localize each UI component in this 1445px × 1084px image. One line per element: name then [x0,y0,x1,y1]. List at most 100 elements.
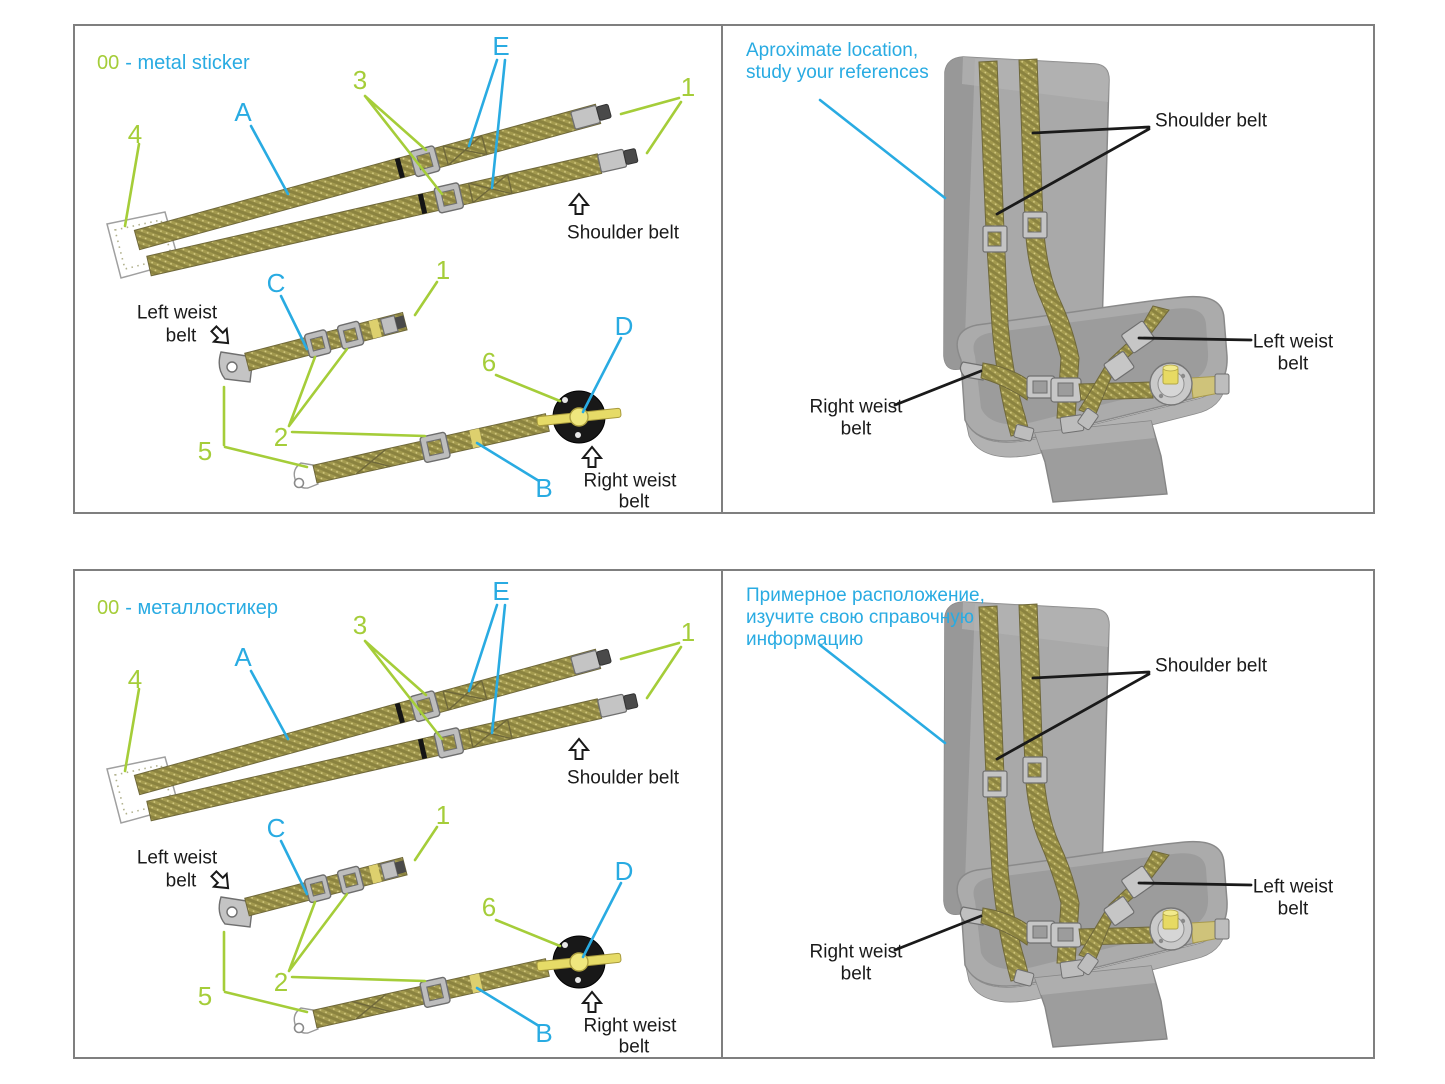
panel-title: 00- металлостикер [97,597,278,620]
leader-lines-green [123,94,683,469]
left-weist-belt [218,311,408,383]
rotary-buckle [536,390,622,444]
location-note: Aproximate location, study your referenc… [746,40,929,84]
caption-left-weist-belt-line1: Left weist [1252,331,1334,353]
right-weist-belt [293,390,622,489]
location-note-line1: Примерное расположение, [746,585,985,606]
leader-lines-cyan [249,603,623,1028]
location-note: Примерное расположение, изучите свою спр… [746,585,985,651]
panel-seat-location-en: Aproximate location, study your referenc… [723,26,1373,512]
part-number-6: 6 [481,347,497,377]
down-right-arrow-icon [206,866,236,896]
caption-left-weist-belt-line1: Left weist [136,847,218,869]
instruction-row-english: 00- metal sticker 4 A 3 E 1 C 1 D 6 2 5 … [73,24,1375,514]
rotary-buckle [536,935,622,989]
right-weist-strap [980,907,1032,946]
seat-harness [959,58,1230,442]
seat [943,601,1228,1048]
part-letter-b: B [535,473,553,503]
part-letter-a: A [234,97,252,127]
part-letter-e: E [492,576,510,606]
caption-right-weist-belt-line2: belt [840,963,872,985]
rotary-buckle [1149,362,1230,406]
location-note-line1: Aproximate location, [746,40,919,61]
leader-lines-black [893,670,1253,952]
caption-shoulder-belt: Shoulder belt [1155,655,1267,677]
caption-right-weist-belt-line1: Right weist [809,396,903,418]
part-letter-c: C [266,813,286,843]
seat-art [723,571,1373,1057]
part-letter-a: A [234,642,252,672]
part-letter-c: C [266,268,286,298]
caption-left-weist-belt-line2: belt [165,870,197,892]
panel-belt-diagram-ru: 00- металлостикер 4 A 3 E 1 C 1 D 6 2 5 … [75,571,723,1057]
part-number-3: 3 [352,610,368,640]
part-number-5: 5 [197,436,213,466]
caption-right-weist-belt-line1: Right weist [583,1015,677,1037]
part-letter-d: D [614,311,634,341]
caption-left-weist-belt-line1: Left weist [136,302,218,324]
sheet-code: 00 [97,597,120,619]
part-number-5: 5 [197,981,213,1011]
right-weist-strap [980,362,1032,401]
note-leader-line [818,643,947,745]
location-note-line2: study your references [746,62,929,83]
rotary-buckle [1149,907,1230,951]
belt-diagram-svg [106,603,683,1034]
caption-left-weist-belt-line1: Left weist [1252,876,1334,898]
location-note-line2: изучите свою справочную [746,607,975,628]
caption-left-weist-belt-line2: belt [1277,353,1309,375]
part-letter-b: B [535,1018,553,1048]
caption-right-weist-belt-line2: belt [618,491,650,513]
location-note-line3: информацию [746,629,864,650]
up-arrow-icon [569,193,589,215]
leader-lines-cyan [249,58,623,483]
panel-belt-diagram-en: 00- metal sticker 4 A 3 E 1 C 1 D 6 2 5 … [75,26,723,512]
part-number-4: 4 [127,664,143,694]
shoulder-belt-assembly [106,103,639,279]
leader-lines-green [123,639,683,1014]
instruction-row-russian: 00- металлостикер 4 A 3 E 1 C 1 D 6 2 5 … [73,569,1375,1059]
sheet-code-label: - metal sticker [125,52,250,74]
part-number-4: 4 [127,119,143,149]
part-number-1: 1 [680,72,696,102]
caption-left-weist-belt-line2: belt [165,325,197,347]
seat-harness [959,603,1230,987]
belt-diagram-art [75,571,721,1057]
part-number-2: 2 [273,422,289,452]
up-arrow-icon [582,991,602,1013]
caption-left-weist-belt-line2: belt [1277,898,1309,920]
caption-shoulder-belt: Shoulder belt [567,767,679,789]
panel-seat-location-ru: Примерное расположение, изучите свою спр… [723,571,1373,1057]
right-weist-belt [293,935,622,1034]
part-number-1: 1 [435,255,451,285]
seat-art [723,26,1373,512]
left-weist-belt [218,856,408,928]
note-leader-line [818,98,947,200]
leader-lines-black [893,125,1253,407]
sheet-code: 00 [97,52,120,74]
panel-title: 00- metal sticker [97,52,250,75]
part-number-6: 6 [481,892,497,922]
part-number-3: 3 [352,65,368,95]
part-number-1: 1 [435,800,451,830]
up-arrow-icon [582,446,602,468]
caption-right-weist-belt-line1: Right weist [809,941,903,963]
part-number-2: 2 [273,967,289,997]
caption-right-weist-belt-line2: belt [618,1036,650,1058]
belt-diagram-svg [106,58,683,489]
seat-svg [818,601,1253,1048]
caption-right-weist-belt-line1: Right weist [583,470,677,492]
caption-shoulder-belt: Shoulder belt [1155,110,1267,132]
caption-shoulder-belt: Shoulder belt [567,222,679,244]
down-right-arrow-icon [206,321,236,351]
part-letter-e: E [492,31,510,61]
shoulder-belt-assembly [106,648,639,824]
belt-diagram-art [75,26,721,512]
up-arrow-icon [569,738,589,760]
sheet-code-label: - металлостикер [125,597,278,619]
part-letter-d: D [614,856,634,886]
caption-right-weist-belt-line2: belt [840,418,872,440]
seat-svg [818,56,1253,503]
part-number-1: 1 [680,617,696,647]
